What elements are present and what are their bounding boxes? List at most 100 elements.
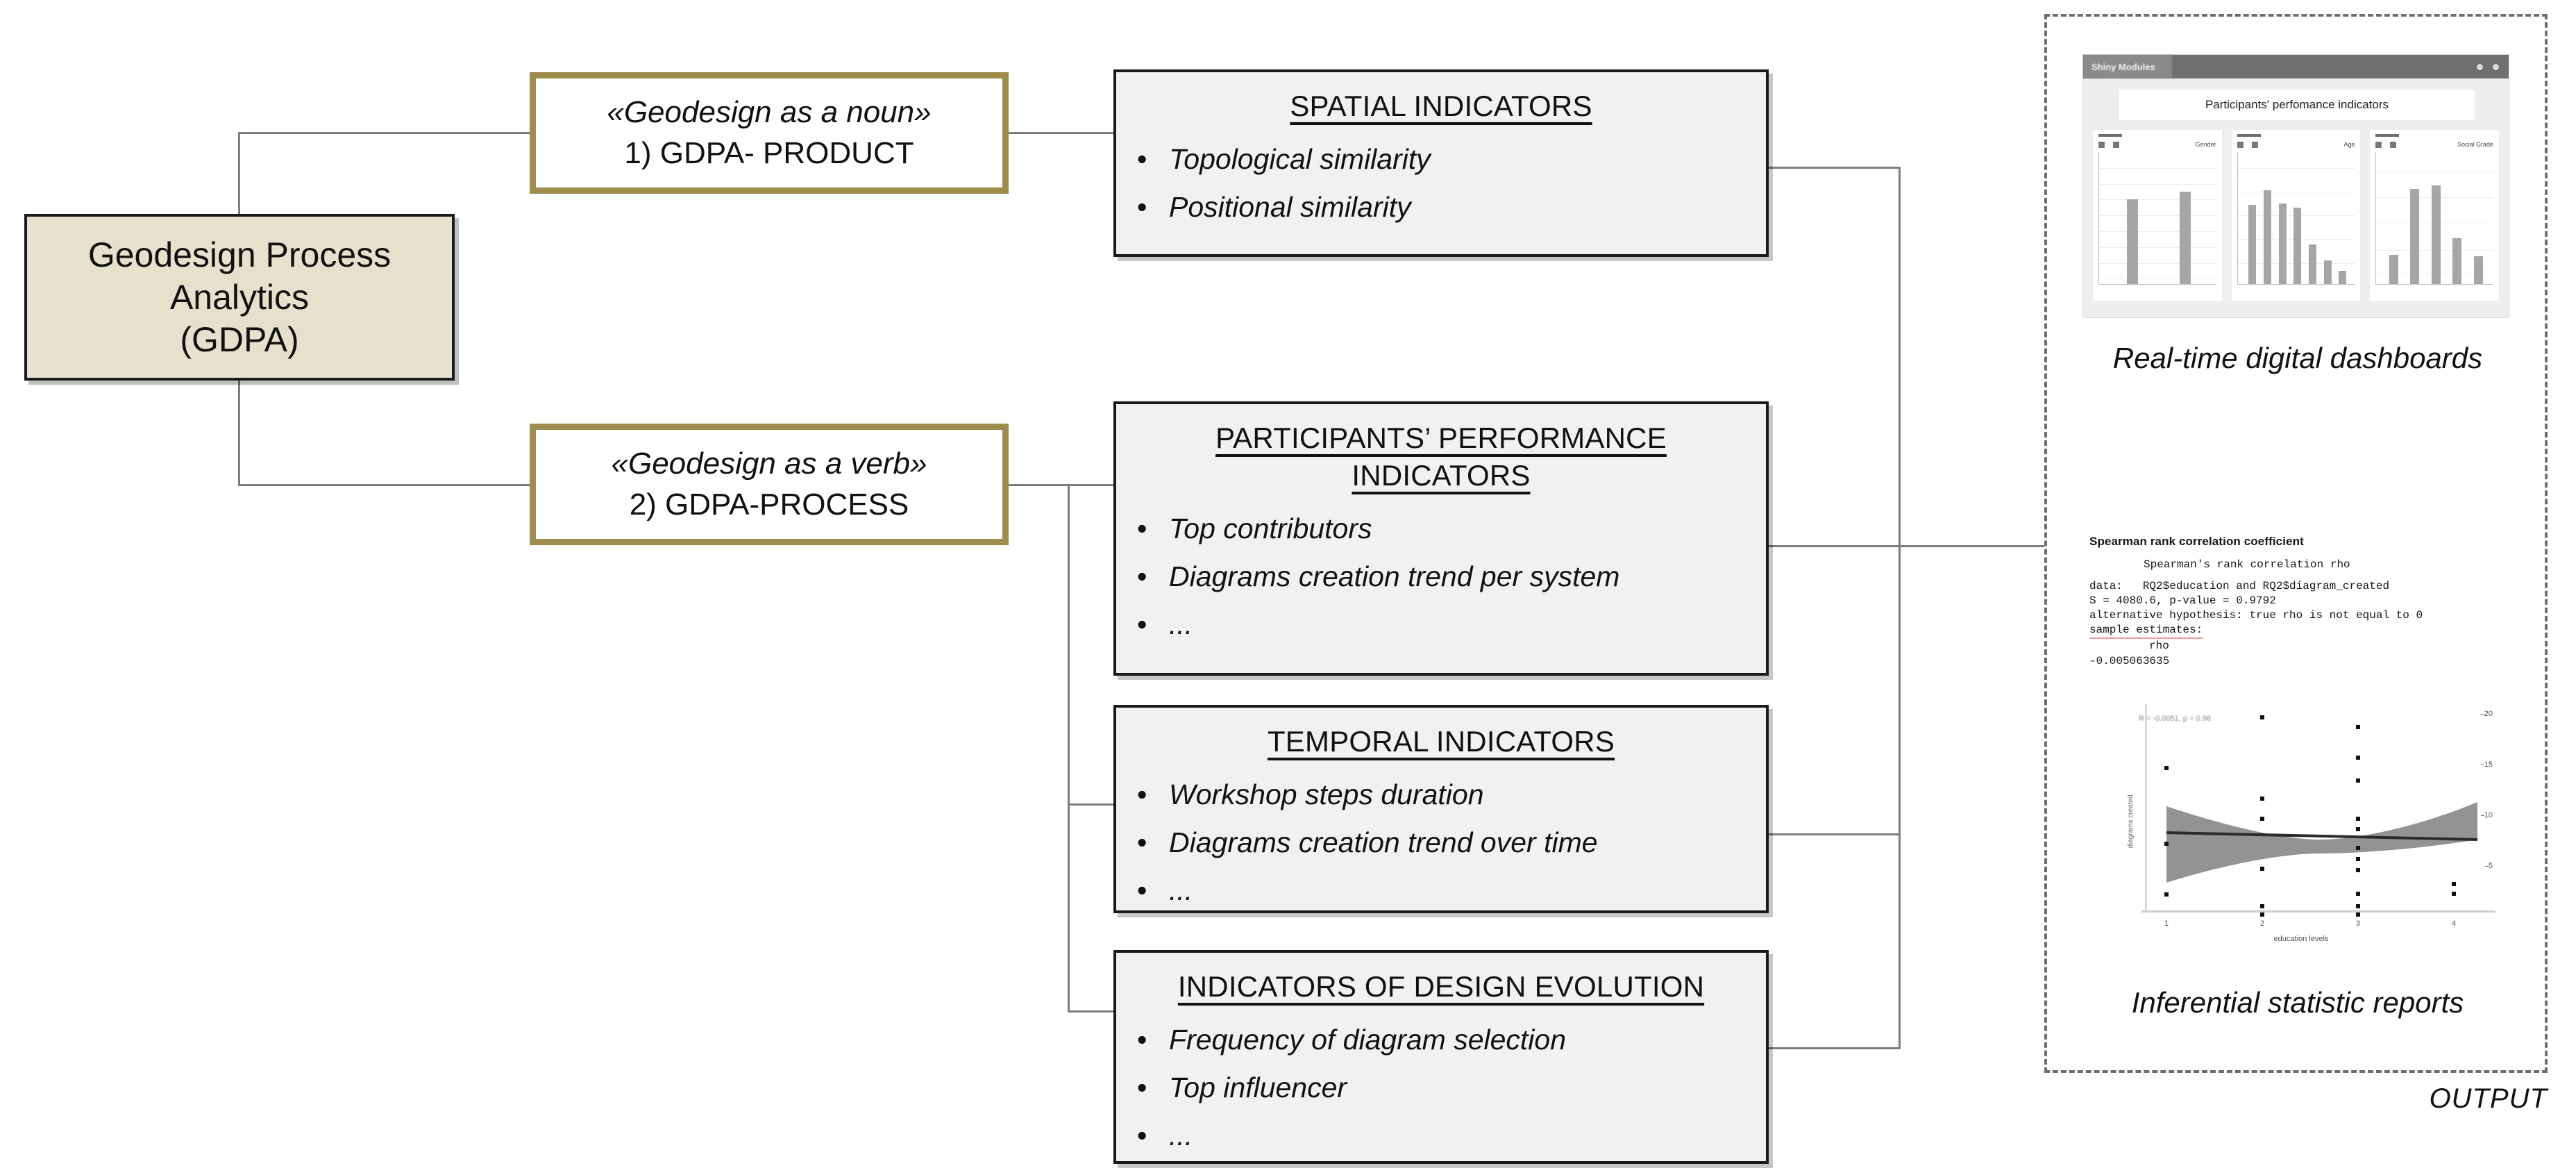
output-label: OUTPUT — [2429, 1083, 2548, 1114]
scatter-regression — [2166, 802, 2478, 883]
scatter-ytick: 5 — [2484, 862, 2493, 870]
branch-node-verb[interactable]: «Geodesign as a verb» 2) GDPA-PROCESS — [530, 424, 1009, 545]
indicator-spatial-list: •Topological similarity •Positional simi… — [1137, 142, 1745, 226]
expand-icon[interactable] — [2375, 141, 2382, 148]
dashboard-titlebar: Shiny Modules — [2083, 55, 2509, 78]
connector-verb-trunk — [1068, 484, 1070, 1012]
stats-heading: Spearman rank correlation coefficient — [2089, 535, 2304, 548]
indicator-spatial-item-1: Positional similarity — [1169, 191, 1411, 223]
indicator-box-spatial[interactable]: SPATIAL INDICATORS •Topological similari… — [1113, 69, 1769, 257]
list-item: •... — [1137, 873, 1745, 908]
list-item: •... — [1137, 1118, 1745, 1153]
stats-line-data: data: RQ2$education and RQ2$diagram_crea… — [2089, 580, 2390, 592]
stats-subheading: Spearman's rank correlation rho — [2144, 558, 2350, 571]
indicator-participants-title-line2: INDICATORS — [1352, 458, 1531, 492]
root-line-1: Geodesign Process — [87, 235, 392, 274]
indicator-temporal-item-0: Workshop steps duration — [1169, 778, 1484, 810]
bars-social-grade — [2383, 152, 2489, 284]
close-icon[interactable] — [2493, 63, 2499, 70]
connector-trunk-to-participants — [1068, 484, 1115, 486]
menu-icon[interactable] — [2390, 141, 2397, 148]
scatter-ytick: 15 — [2480, 760, 2493, 769]
indicator-temporal-list: • Workshop steps duration • Diagrams creat… — [1137, 777, 1745, 909]
scatter-ytick: 10 — [2480, 811, 2493, 819]
bullet-icon: • — [1137, 512, 1147, 544]
menu-icon[interactable] — [2251, 141, 2258, 148]
dashboard-app-name: Shiny Modules — [2083, 55, 2172, 78]
scatter-annotation: R = -0.0051, p = 0.98 — [2139, 715, 2211, 723]
indicator-temporal-item-1: Diagrams creation trend over time — [1169, 826, 1598, 858]
panel-header: Gender — [2098, 141, 2216, 148]
list-item: •... — [1137, 607, 1745, 642]
scatter-points — [2107, 698, 2495, 944]
connector-trunk-to-temporal — [1068, 803, 1115, 806]
bar — [2127, 199, 2139, 284]
root-node-gdpa[interactable]: Geodesign Process Analytics (GDPA) — [24, 214, 455, 381]
scatter-x-axis-label: education levels — [2273, 935, 2329, 943]
bar-chart-age — [2237, 152, 2355, 285]
list-item: •Top contributors — [1137, 511, 1745, 547]
indicator-participants-list: •Top contributors • Diagrams creation tre… — [1137, 511, 1745, 643]
panel-tab-indicator — [2237, 134, 2261, 137]
connector-verb-out — [1007, 484, 1069, 486]
list-item: • Diagrams creation trend per system — [1137, 559, 1745, 594]
bullet-icon: • — [1137, 1023, 1147, 1056]
connector-noun-to-spatial — [1007, 132, 1114, 134]
bar — [2293, 207, 2302, 284]
connector-root-vertical — [238, 132, 240, 222]
scatter-ytick: 20 — [2480, 710, 2493, 718]
connector-participants-right — [1769, 545, 1901, 547]
connector-temporal-right — [1769, 833, 1901, 835]
list-item: •Top influencer — [1137, 1070, 1745, 1106]
connector-root-vertical-lower — [238, 375, 240, 486]
panel-header: Social Grade — [2375, 141, 2493, 148]
dashboard-screenshot[interactable]: Shiny Modules Participants' perfomance i… — [2082, 54, 2509, 318]
chart-title-social-grade: Social Grade — [2457, 141, 2494, 148]
bar — [2473, 256, 2483, 284]
connector-verb-horizontal — [238, 484, 530, 486]
chart-title-gender: Gender — [2195, 141, 2216, 148]
expand-icon[interactable] — [2098, 141, 2105, 148]
bullet-icon: • — [1137, 142, 1147, 175]
indicator-participants-item-1: Diagrams creation trend per system — [1169, 560, 1620, 592]
scatter-plot-education-vs-diagrams: 20 15 10 5 1 2 3 4 diagrams created educ… — [2107, 698, 2495, 944]
bar — [2389, 255, 2399, 284]
stats-rho-value: -0.005063635 — [2089, 654, 2170, 667]
chart-panel-age[interactable]: Age — [2231, 130, 2361, 301]
caption-stats: Inferential statistic reports — [2131, 986, 2464, 1019]
menu-icon[interactable] — [2113, 141, 2119, 148]
dashboard-panels: Gender Ag — [2093, 130, 2500, 301]
bar — [2179, 192, 2191, 284]
stats-rho-label: rho — [2149, 640, 2169, 653]
stats-report: Spearman rank correlation coefficient Sp… — [2089, 535, 2506, 669]
bar — [2263, 190, 2271, 284]
indicator-box-design-evolution[interactable]: INDICATORS OF DESIGN EVOLUTION •Frequenc… — [1113, 950, 1769, 1164]
branch-verb-label: 2) GDPA-PROCESS — [629, 487, 909, 522]
list-item: •Positional similarity — [1137, 190, 1745, 225]
panel-header: Age — [2237, 141, 2355, 148]
indicator-participants-title: PARTICIPANTS’ PERFORMANCE — [1215, 422, 1667, 454]
minimize-icon[interactable] — [2477, 63, 2483, 70]
bar — [2323, 260, 2332, 284]
bars-gender — [2106, 152, 2212, 284]
branch-node-noun[interactable]: «Geodesign as a noun» 1) GDPA- PRODUCT — [530, 72, 1009, 194]
bullet-icon: • — [1137, 560, 1147, 592]
chart-panel-social-grade[interactable]: Social Grade — [2370, 130, 2500, 301]
chart-panel-gender[interactable]: Gender — [2093, 130, 2222, 301]
branch-noun-quoted: «Geodesign as a noun» — [607, 94, 932, 129]
expand-icon[interactable] — [2237, 141, 2244, 148]
bullet-icon: • — [1137, 778, 1147, 810]
indicator-box-participants[interactable]: PARTICIPANTS’ PERFORMANCE INDICATORS •To… — [1113, 401, 1769, 676]
indicator-box-temporal[interactable]: TEMPORAL INDICATORS •Workshop steps dura… — [1113, 705, 1769, 913]
branch-noun-label: 1) GDPA- PRODUCT — [624, 135, 914, 170]
stats-line-sample: sample estimates: — [2089, 623, 2203, 640]
stats-line-s: S = 4080.6, p-value = 0.9792 — [2089, 594, 2276, 608]
bar — [2410, 189, 2420, 284]
panel-tab-indicator — [2375, 134, 2400, 137]
bullet-icon: • — [1137, 1119, 1147, 1152]
bar — [2308, 244, 2316, 284]
indicator-evolution-item-0: Frequency of diagram selection — [1169, 1023, 1567, 1056]
indicator-spatial-title: SPATIAL INDICATORS — [1290, 90, 1592, 122]
bar — [2278, 203, 2287, 284]
bullet-icon: • — [1137, 826, 1147, 858]
